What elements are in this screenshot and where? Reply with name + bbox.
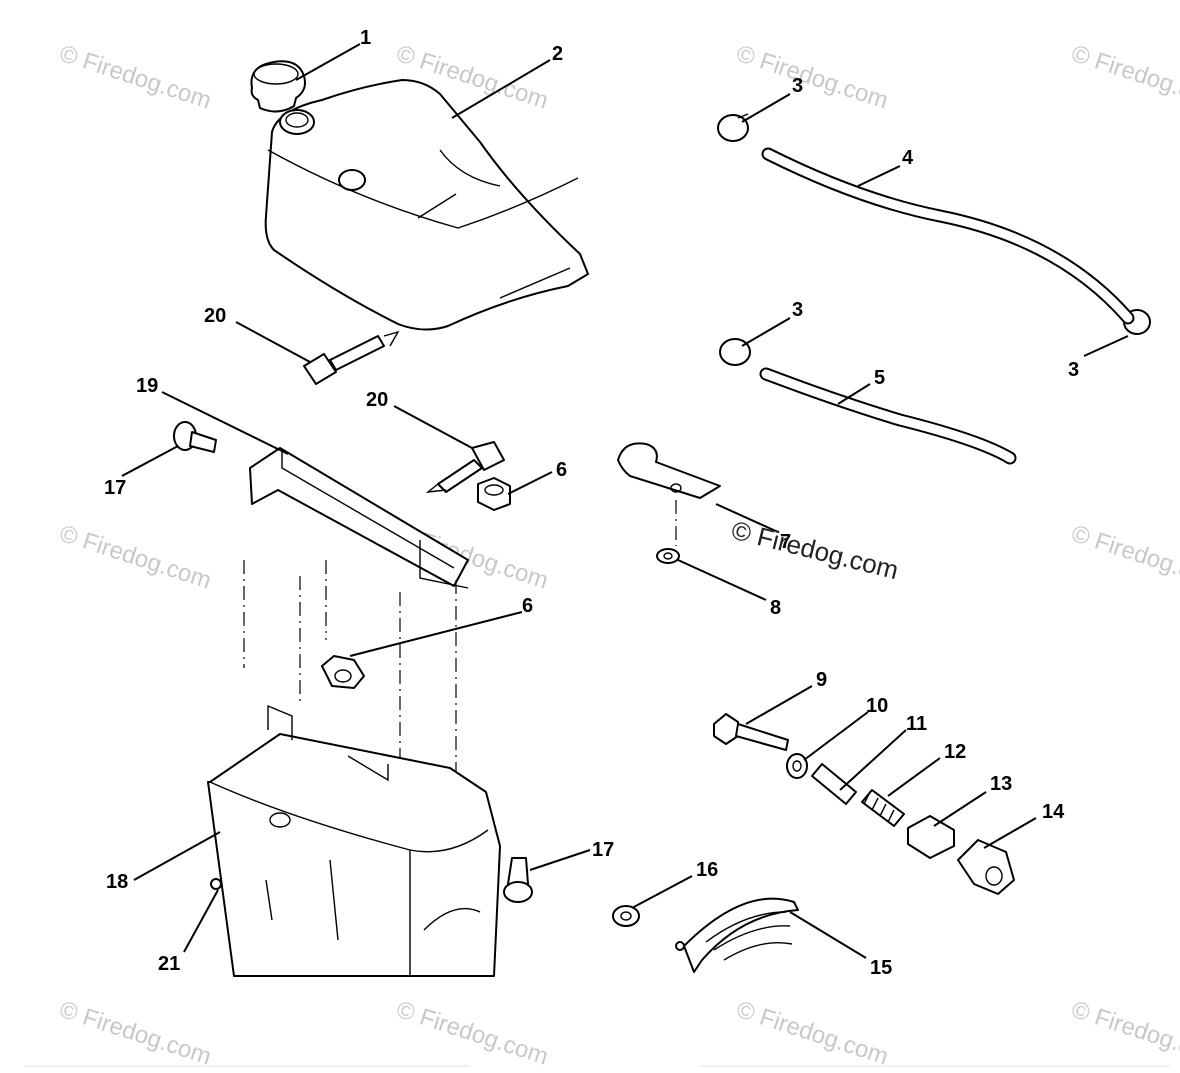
center-watermark: © Firedog.com	[729, 515, 902, 585]
watermark: © Firedog.com	[56, 520, 214, 594]
callout-labels: 1 2 3 4 3 5 3 20 19 20 17 6 7 8 6 9 10 1…	[104, 27, 1079, 979]
callout-17: 17	[104, 477, 126, 499]
callout-17: 17	[592, 839, 614, 861]
callout-3: 3	[792, 75, 803, 97]
callout-11: 11	[906, 713, 927, 735]
nut-upper	[477, 477, 511, 511]
fuel-cap	[250, 60, 306, 113]
screw-upper	[303, 330, 400, 385]
fuel-line-upper	[761, 147, 1135, 325]
callout-3: 3	[792, 299, 803, 321]
bolt-lower	[503, 857, 533, 903]
knob-13	[907, 815, 955, 859]
callout-20: 20	[204, 305, 226, 327]
lever-14	[957, 839, 1015, 895]
callout-19: 19	[136, 375, 158, 397]
callout-1: 1	[360, 27, 371, 49]
callout-8: 8	[770, 597, 781, 619]
callout-2: 2	[552, 43, 563, 65]
screw-middle	[425, 441, 505, 493]
leader-lines	[121, 43, 1129, 959]
callout-21: 21	[158, 953, 180, 975]
callout-3: 3	[1068, 359, 1079, 381]
watermark: © Firedog.com	[1068, 520, 1180, 594]
callout-5: 5	[874, 367, 885, 389]
callout-6: 6	[522, 595, 533, 617]
callout-12: 12	[944, 741, 966, 763]
watermark: © Firedog.com	[56, 40, 214, 114]
watermark: © Firedog.com	[393, 996, 551, 1068]
fuel-line-lower	[759, 367, 1017, 465]
callout-14: 14	[1042, 801, 1065, 823]
watermark: © Firedog.com	[56, 996, 214, 1068]
spacer-11	[811, 763, 857, 805]
pin	[210, 878, 222, 890]
callout-16: 16	[696, 859, 718, 881]
callout-18: 18	[106, 871, 128, 893]
callout-15: 15	[870, 957, 892, 979]
nut-lower	[321, 655, 365, 689]
fuel-line-clip	[617, 442, 721, 499]
callout-10: 10	[866, 695, 888, 717]
mounting-bracket	[249, 447, 469, 589]
callout-9: 9	[816, 669, 827, 691]
callout-6: 6	[556, 459, 567, 481]
callout-7: 7	[780, 531, 791, 553]
watermark: © Firedog.com	[1068, 996, 1180, 1068]
washer-10	[786, 753, 808, 779]
callout-13: 13	[990, 773, 1012, 795]
fender-shield	[207, 704, 501, 977]
washer	[656, 548, 680, 564]
callout-4: 4	[902, 147, 914, 169]
watermark: © Firedog.com	[733, 40, 891, 114]
fuel-tank	[264, 79, 589, 331]
spring-12	[861, 789, 905, 827]
bolt-upper-left	[173, 421, 217, 453]
bolt-9	[713, 713, 789, 751]
hose-clamp-upper	[717, 113, 749, 142]
watermark: © Firedog.com	[1068, 40, 1180, 114]
callout-20: 20	[366, 389, 388, 411]
height-adjust-plate	[675, 897, 799, 973]
watermark: © Firedog.com	[733, 996, 891, 1068]
nut-16	[612, 905, 640, 927]
